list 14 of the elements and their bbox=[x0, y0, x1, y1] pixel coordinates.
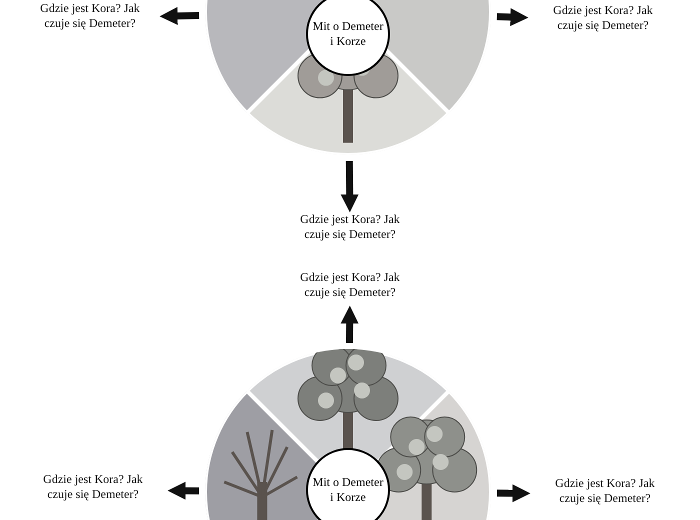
question-text: Gdzie jest Kora? Jak czuje się Demeter? bbox=[39, 1, 141, 31]
question-text: Gdzie jest Kora? Jak czuje się Demeter? bbox=[299, 212, 401, 242]
title-text: Mit o Demeter i Korze bbox=[312, 475, 384, 505]
arrow bbox=[340, 160, 359, 212]
arrow bbox=[496, 484, 530, 502]
arrow bbox=[340, 306, 359, 344]
title-text: Mit o Demeter i Korze bbox=[312, 19, 384, 49]
arrow bbox=[160, 6, 200, 25]
question-text: Gdzie jest Kora? Jak czuje się Demeter? bbox=[554, 476, 656, 506]
question-text: Gdzie jest Kora? Jak czuje się Demeter? bbox=[299, 270, 401, 300]
arrow bbox=[168, 482, 200, 500]
question-text: Gdzie jest Kora? Jak czuje się Demeter? bbox=[552, 3, 654, 33]
arrow bbox=[496, 8, 528, 26]
question-text: Gdzie jest Kora? Jak czuje się Demeter? bbox=[42, 472, 144, 502]
